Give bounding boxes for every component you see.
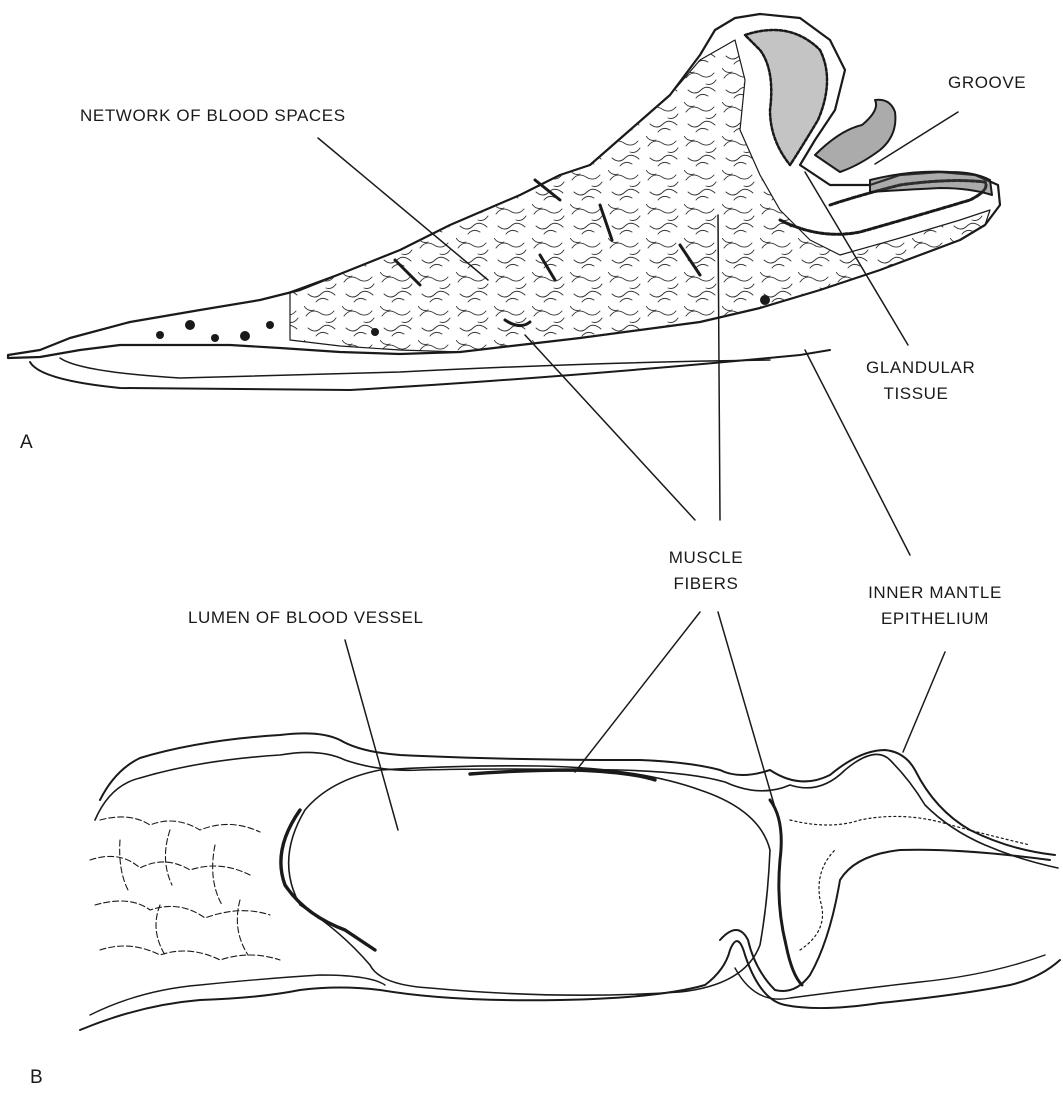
label-inner-mantle-epithelium-line-2: EPITHELIUM [855, 606, 1015, 632]
right-fold-inner [770, 800, 802, 985]
panel-label-a: A [20, 430, 33, 456]
label-groove: GROOVE [948, 70, 1026, 96]
label-muscle-fibers-line-1: MUSCLE [656, 545, 756, 571]
lumen-outline [289, 766, 770, 995]
leader-muscle-fibers-b-right [718, 612, 778, 818]
label-muscle-fibers-line-2: FIBERS [656, 571, 756, 597]
leader-inner-mantle-epithelium-b [903, 652, 945, 752]
outer-membrane-bottom-inner [90, 955, 1045, 1015]
label-glandular-tissue: GLANDULAR TISSUE [866, 355, 966, 407]
glandular-tissue-band [745, 30, 827, 165]
left-cellular-network [90, 817, 280, 960]
panel-a-section [8, 14, 1000, 390]
leader-muscle-fibers-b-left [575, 612, 700, 772]
outer-membrane-bottom [80, 941, 1060, 1030]
panel-b-section [80, 733, 1060, 1030]
label-muscle-fibers: MUSCLE FIBERS [656, 545, 756, 597]
label-lumen-of-blood-vessel: LUMEN OF BLOOD VESSEL [188, 605, 424, 631]
label-network-of-blood-spaces: NETWORK OF BLOOD SPACES [80, 103, 346, 129]
label-glandular-tissue-line-1: GLANDULAR [866, 355, 966, 381]
right-fold-stroma [790, 816, 1030, 950]
label-inner-mantle-epithelium-line-1: INNER MANTLE [855, 580, 1015, 606]
label-inner-mantle-epithelium: INNER MANTLE EPITHELIUM [855, 580, 1015, 632]
panel-label-b: B [30, 1065, 43, 1091]
muscle-fiber-wall-top [470, 770, 655, 780]
outer-membrane-top [100, 733, 1055, 855]
groove-upper-lobe [815, 100, 895, 172]
groove-lower-lobe [870, 172, 992, 195]
label-glandular-tissue-line-2: TISSUE [866, 381, 966, 407]
leader-lumen-of-blood-vessel [345, 640, 398, 830]
